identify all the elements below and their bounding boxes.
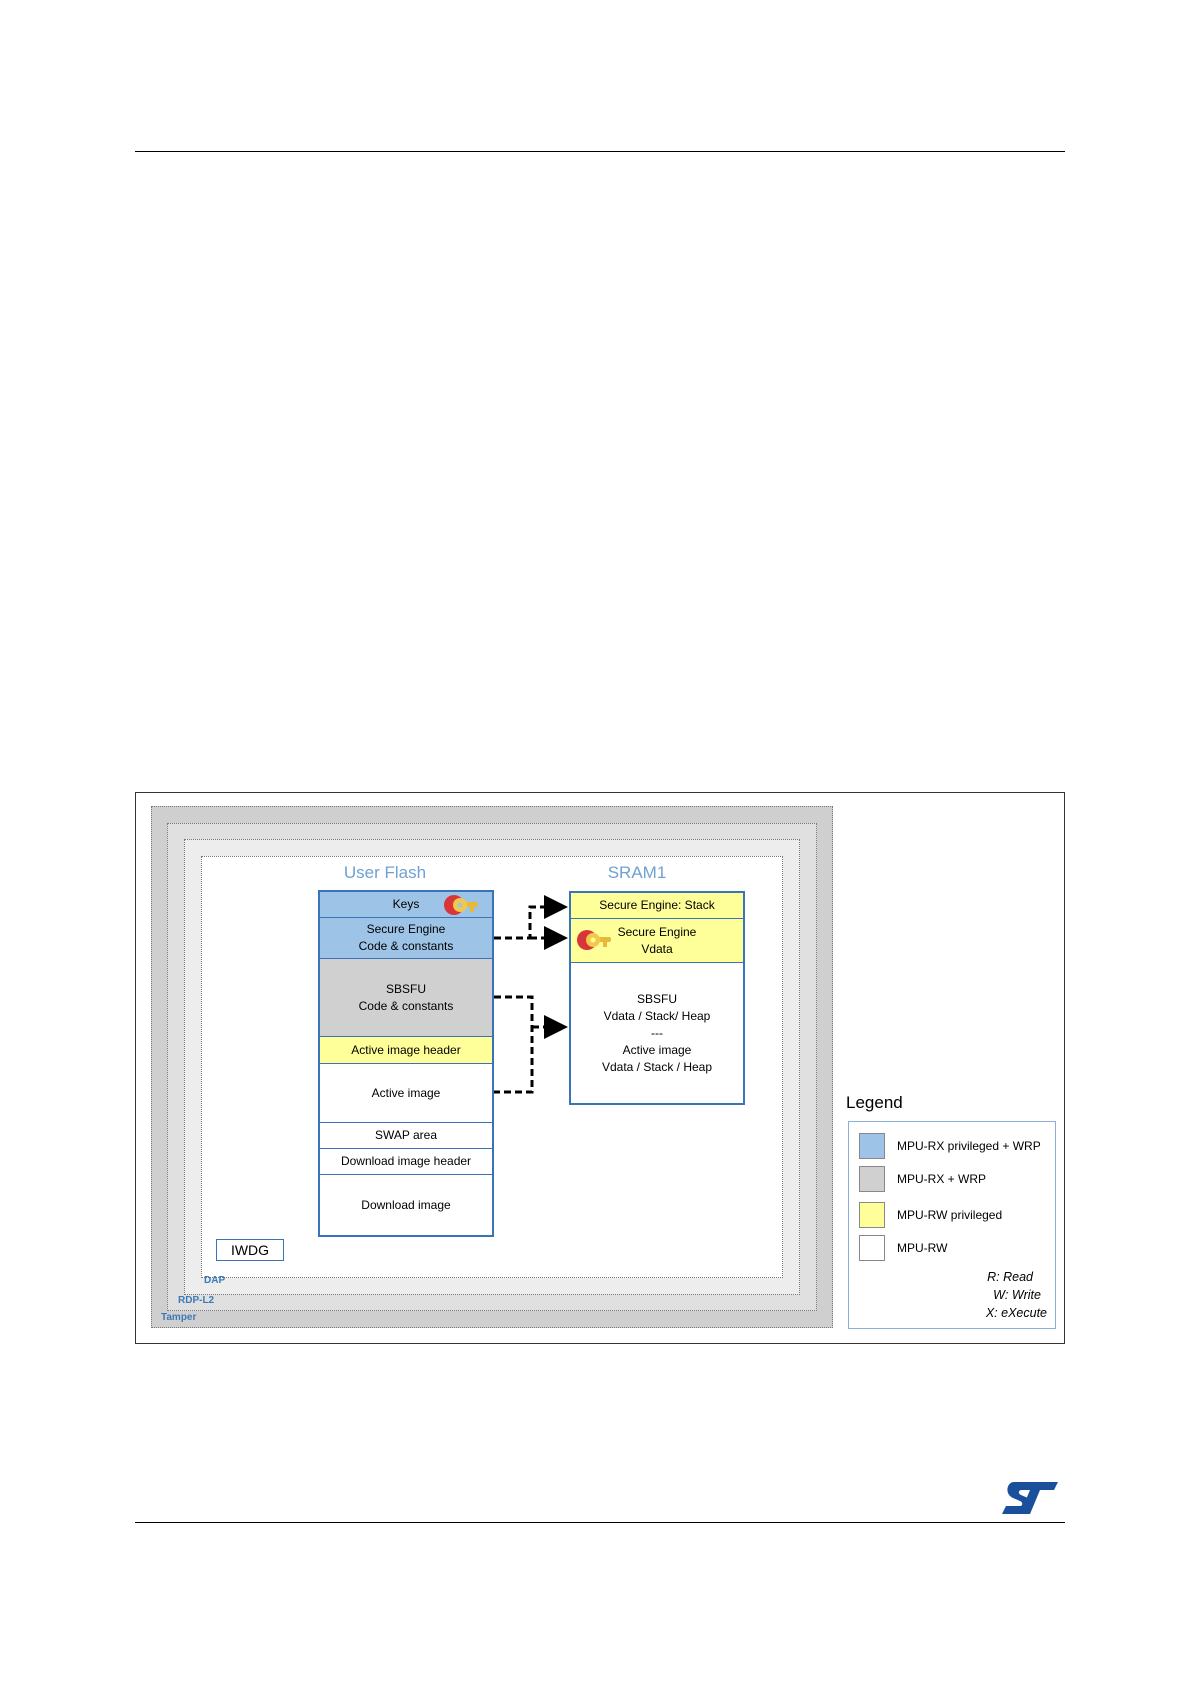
st-logo-icon [1002,1482,1058,1514]
key-icon [577,930,611,950]
legend-item-mpu-rx-privileged-wrp: MPU-RX privileged + WRP [859,1132,1041,1160]
sbsfu-label: SBSFU [385,981,426,996]
download-image-header-label: Download image header [340,1154,472,1168]
secure-engine-code-cell: Secure Engine Code & constants [320,918,492,959]
vdata-label: Vdata [641,941,673,956]
sbsfu-ram-label: SBSFU [636,991,677,1006]
legend-item-mpu-rw-privileged: MPU-RW privileged [859,1201,1002,1229]
iwdg-box: IWDG [216,1239,284,1261]
active-image-vdata-label: Vdata / Stack / Heap [601,1059,713,1074]
swap-area-label: SWAP area [374,1128,438,1142]
secure-engine-vdata-label: Secure Engine [617,924,697,939]
active-image-header-label: Active image header [351,1042,461,1057]
legend-label: MPU-RX privileged + WRP [897,1139,1041,1153]
sbsfu-vdata-label: Vdata / Stack/ Heap [603,1008,711,1023]
secure-engine-stack-label: Secure Engine: Stack [599,898,715,912]
sram1-memory: Secure Engine: Stack Secure Engine Vdata… [569,891,745,1105]
legend-title: Legend [846,1093,903,1112]
secure-engine-stack-cell: Secure Engine: Stack [571,893,743,919]
memory-protection-figure: Tamper RDP-L2 DAP User Flash SRAM1 Keys … [135,792,1065,1344]
legend-swatch [859,1202,885,1228]
active-image-ram-label: Active image [622,1042,692,1057]
abbr-write: W: Write [993,1288,1041,1302]
sbsfu-code-cell: SBSFU Code & constants [320,959,492,1037]
keys-label: Keys [392,897,420,911]
abbr-read: R: Read [987,1270,1033,1284]
key-icon [444,895,478,915]
secure-engine-vdata-cell: Secure Engine Vdata [571,919,743,963]
user-flash-memory: Keys Secure Engine Code & constants SBSF… [318,890,494,1237]
tamper-zone-label: Tamper [161,1312,197,1323]
sbsfu-code-label: Code & constants [358,998,454,1013]
user-flash-title: User Flash [343,863,427,882]
separator-label: --- [651,1025,663,1040]
footer-rule [135,1522,1065,1523]
header-rule [135,151,1065,152]
dap-zone-label: DAP [204,1275,226,1286]
legend-swatch [859,1133,885,1159]
keys-cell: Keys [320,892,492,918]
legend-label: MPU-RW privileged [897,1208,1003,1222]
legend-item-mpu-rw: MPU-RW [859,1234,947,1262]
legend-swatch [859,1166,885,1192]
download-image-label: Download image [361,1197,451,1212]
rdp-zone-label: RDP-L2 [178,1295,215,1306]
legend-label: MPU-RX + WRP [897,1172,987,1186]
abbr-execute: X: eXecute [985,1306,1047,1320]
sbsfu-ram-cell: SBSFU Vdata / Stack/ Heap --- Active ima… [571,963,743,1103]
legend-label: MPU-RW [897,1241,948,1255]
active-image-label: Active image [371,1085,441,1100]
active-image-cell: Active image [320,1064,492,1123]
legend-swatch [859,1235,885,1261]
secure-engine-label: Secure Engine [366,922,446,936]
sram1-title: SRAM1 [607,863,667,882]
swap-area-cell: SWAP area [320,1123,492,1149]
download-image-header-cell: Download image header [320,1149,492,1175]
active-image-header-cell: Active image header [320,1037,492,1064]
secure-engine-code-label: Code & constants [358,939,454,953]
download-image-cell: Download image [320,1175,492,1235]
legend-item-mpu-rx-wrp: MPU-RX + WRP [859,1165,986,1193]
legend-box: MPU-RX privileged + WRP MPU-RX + WRP MPU… [848,1121,1056,1329]
